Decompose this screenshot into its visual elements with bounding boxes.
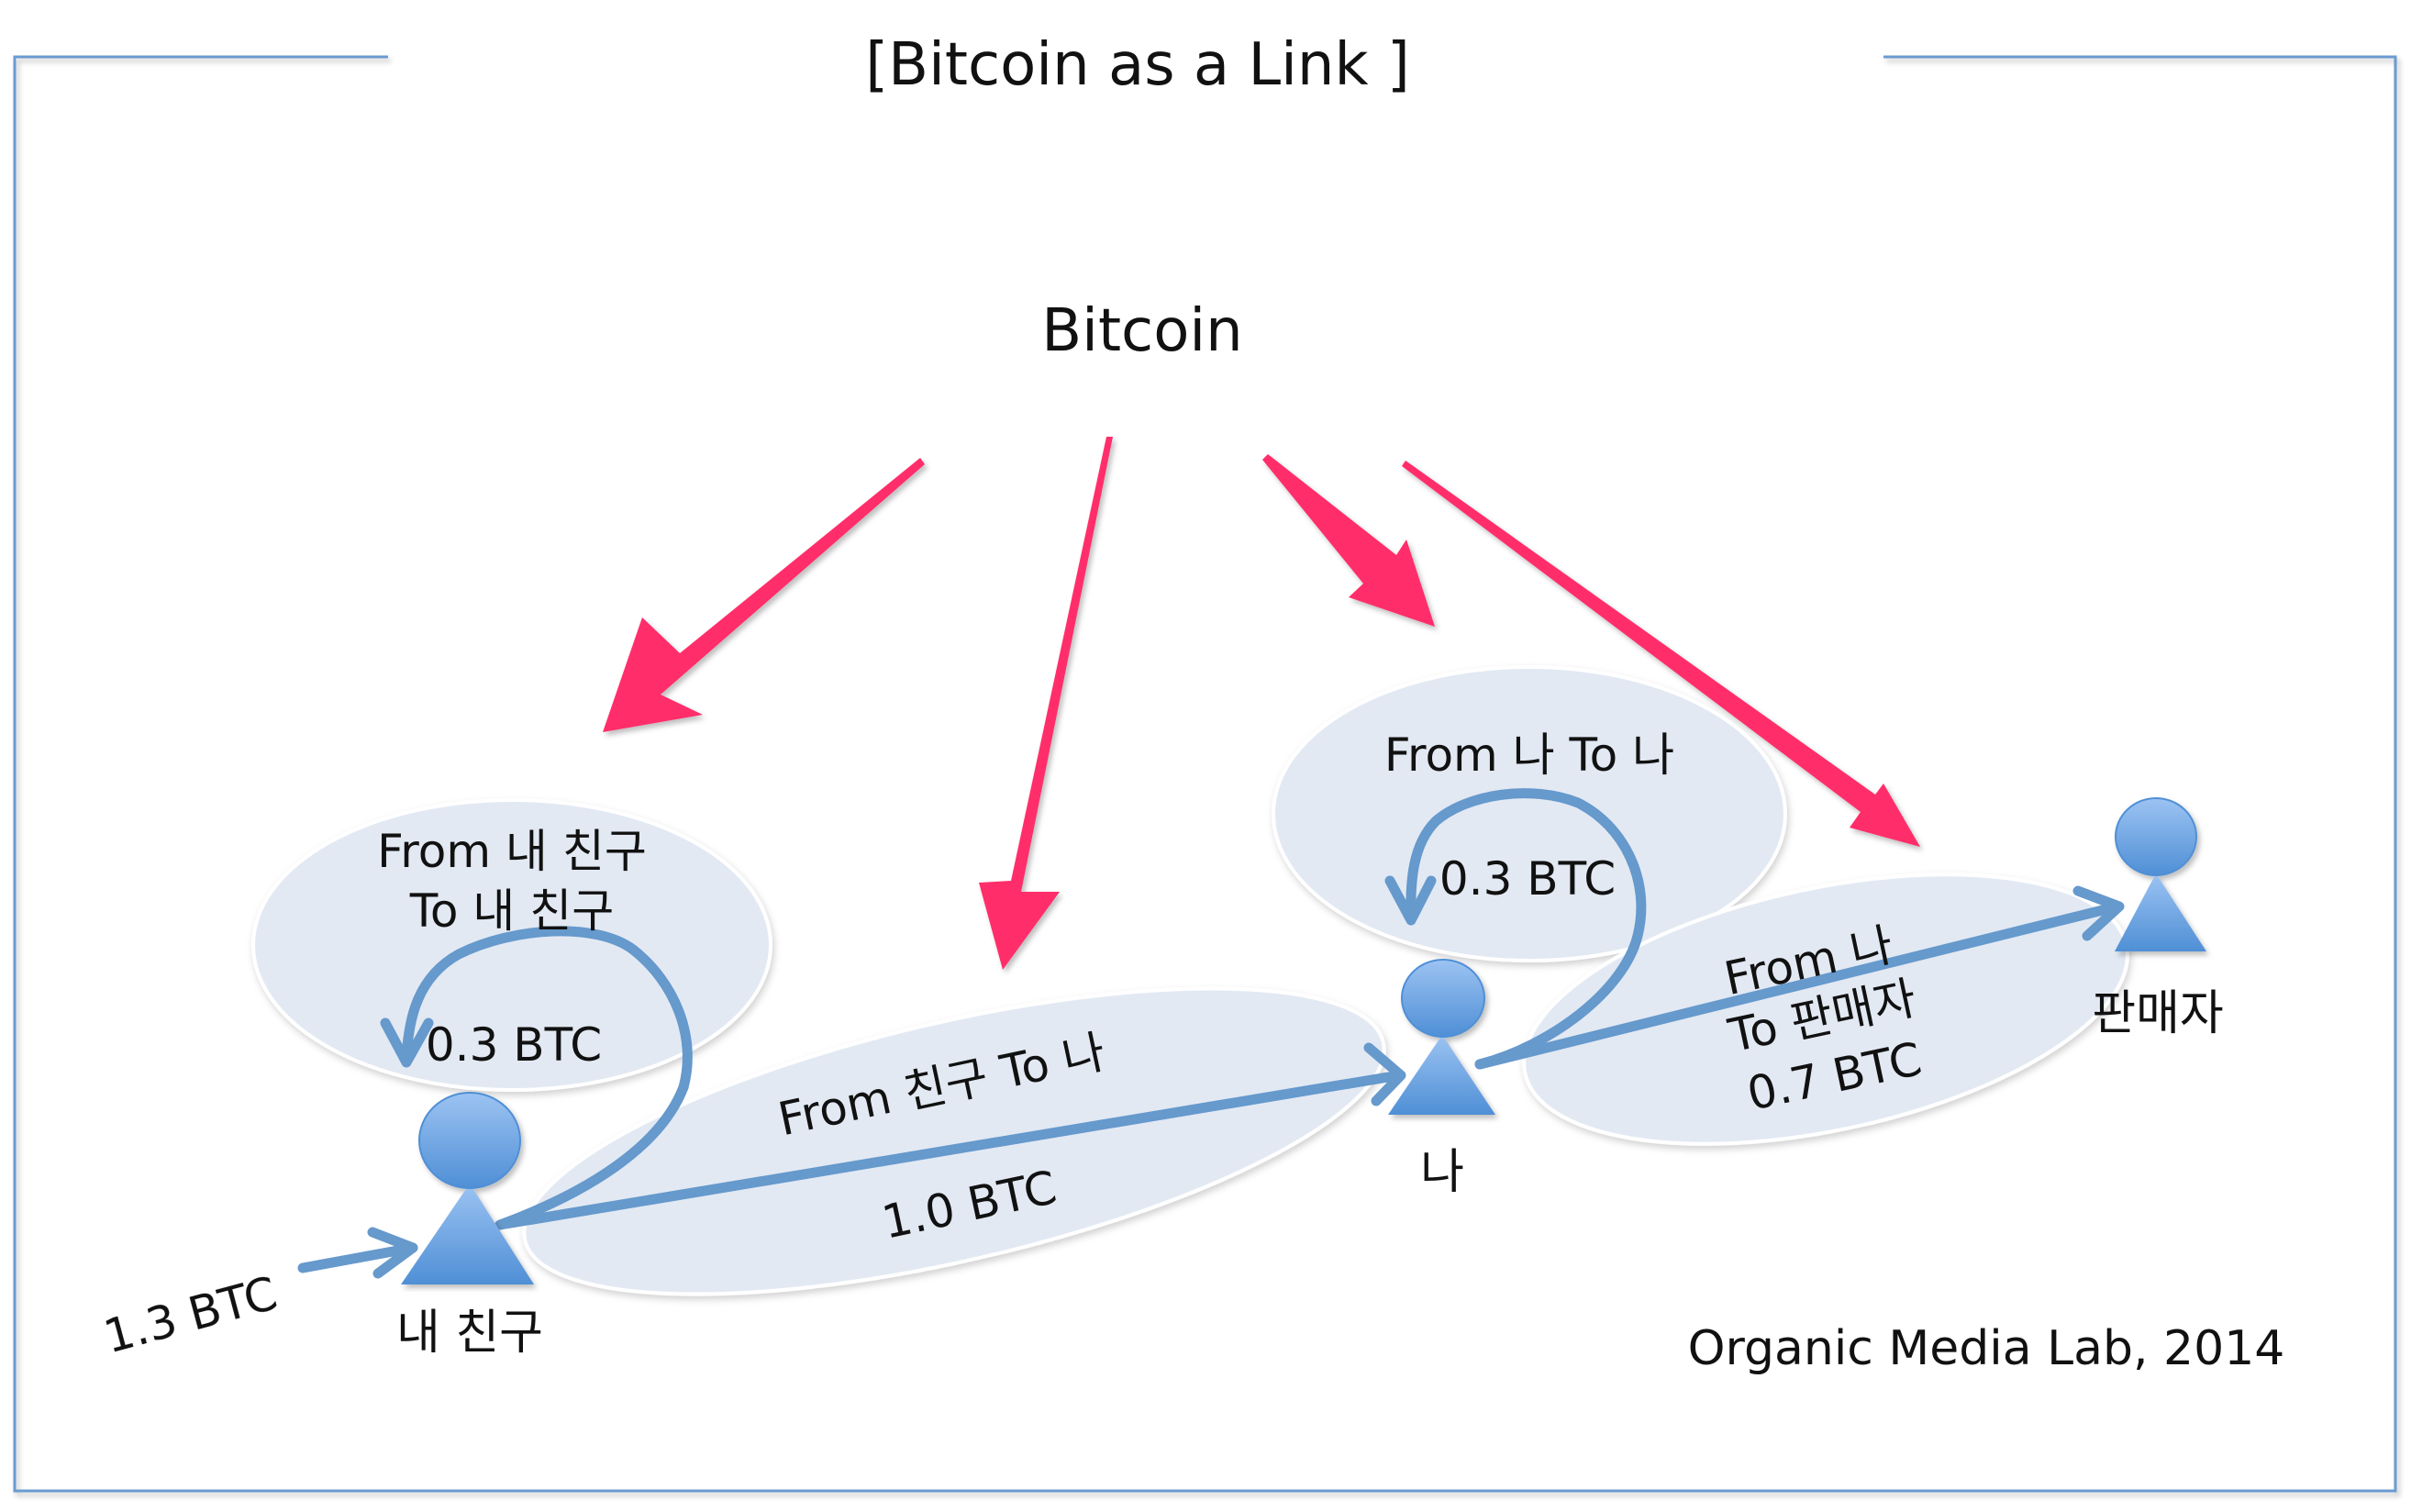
- bitcoin-label: Bitcoin: [1041, 297, 1242, 365]
- flow-arrow-incoming: [297, 1242, 418, 1273]
- person-friend-body: [401, 1184, 534, 1284]
- flow-arrows: [297, 788, 2125, 1279]
- person-friend: [401, 1092, 534, 1284]
- incoming-amount: 1.3 BTC: [98, 1267, 283, 1364]
- tx-friend-self-line1: From 내 친구: [377, 825, 647, 878]
- bubble-me-self: [1272, 665, 1787, 962]
- flow-arrow-friend-loop: [401, 926, 693, 1230]
- bubble-friend-self: [251, 798, 772, 1092]
- flow-arrow-friend-loop-head: [380, 1017, 434, 1068]
- person-seller: [2115, 797, 2206, 951]
- person-seller-head: [2115, 797, 2197, 876]
- flow-arrow-me-to-seller: [1474, 901, 2123, 1070]
- pink-arrow-to-me-to-seller: [1402, 461, 1920, 847]
- tx-me-self-amount: 0.3 BTC: [1439, 852, 1616, 906]
- flow-arrow-friend-to-me: [494, 1070, 1405, 1230]
- tx-me-self-line1: From 나 To 나: [1384, 728, 1674, 782]
- person-label-friend: 내 친구: [396, 1306, 543, 1361]
- person-label-me: 나: [1420, 1145, 1464, 1200]
- frame: [13, 55, 2397, 1493]
- tx-friend-self-amount: 0.3 BTC: [426, 1018, 602, 1072]
- flow-arrow-me-loop-head: [1384, 875, 1437, 926]
- pink-arrow-to-friend-to-me: [979, 437, 1113, 970]
- bubble-friend-to-me: [522, 986, 1386, 1296]
- person-me-head: [1401, 959, 1485, 1038]
- person-me-body: [1388, 1035, 1495, 1115]
- flow-arrow-friend-to-me-head: [1363, 1042, 1406, 1106]
- person-label-seller: 판매자: [2092, 986, 2224, 1041]
- footer-credit: Organic Media Lab, 2014: [1688, 1321, 2285, 1376]
- person-seller-body: [2115, 873, 2206, 951]
- flow-arrow-incoming-head: [367, 1227, 418, 1279]
- person-me: [1388, 959, 1495, 1115]
- pink-arrow-to-me-self: [1262, 454, 1435, 627]
- flow-arrow-me-to-seller-head: [2072, 885, 2125, 941]
- frame-left: [13, 55, 2397, 1493]
- flow-arrow-me-loop: [1405, 788, 1647, 1070]
- tx-friend-self-line2: To 내 친구: [409, 884, 614, 938]
- pink-arrow-to-friend-self: [603, 458, 925, 732]
- person-friend-head: [418, 1092, 521, 1189]
- pink-arrows: [603, 437, 1920, 970]
- page-title: [Bitcoin as a Link ]: [865, 31, 1410, 99]
